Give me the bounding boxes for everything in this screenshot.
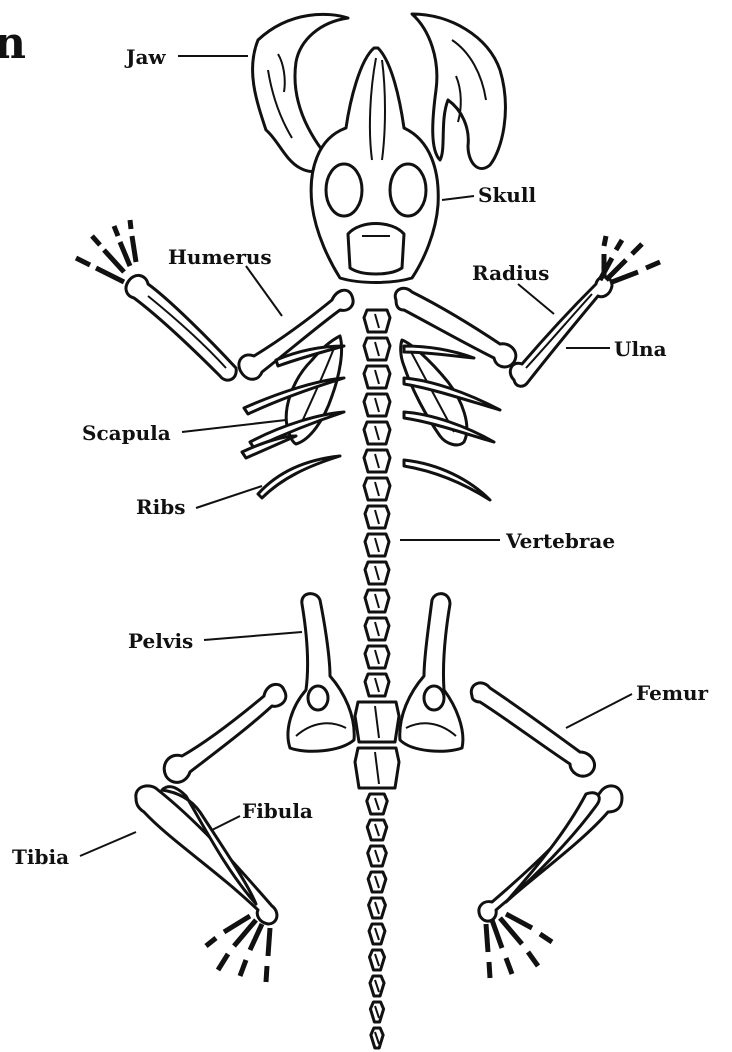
label-scapula: Scapula [82,421,171,445]
hind-paw-right [486,914,552,978]
paw-right [600,236,660,282]
label-tibia: Tibia [12,845,69,869]
label-humerus: Humerus [168,245,272,269]
radius-ulna-left [126,275,236,380]
paw-left [76,220,136,282]
label-ulna: Ulna [614,337,667,361]
heading-letter: n [0,18,26,69]
skull-bone [311,48,438,283]
label-radius: Radius [472,261,549,285]
femur-bone-left [164,684,286,782]
label-femur: Femur [636,681,709,705]
label-jaw: Jaw [124,45,166,69]
label-pelvis: Pelvis [128,629,193,653]
label-fibula: Fibula [242,799,313,823]
label-ribs: Ribs [136,495,185,519]
pelvis-bone-right [400,594,463,752]
label-vertebrae: Vertebrae [505,529,615,553]
radius-ulna-right [510,277,612,387]
vertebral-column [355,310,399,1048]
pelvis-bone-left [288,594,354,752]
hind-paw-left [206,916,270,982]
tibia-fibula-right [479,786,622,921]
femur-bone-right [471,683,594,776]
label-skull: Skull [478,183,536,207]
